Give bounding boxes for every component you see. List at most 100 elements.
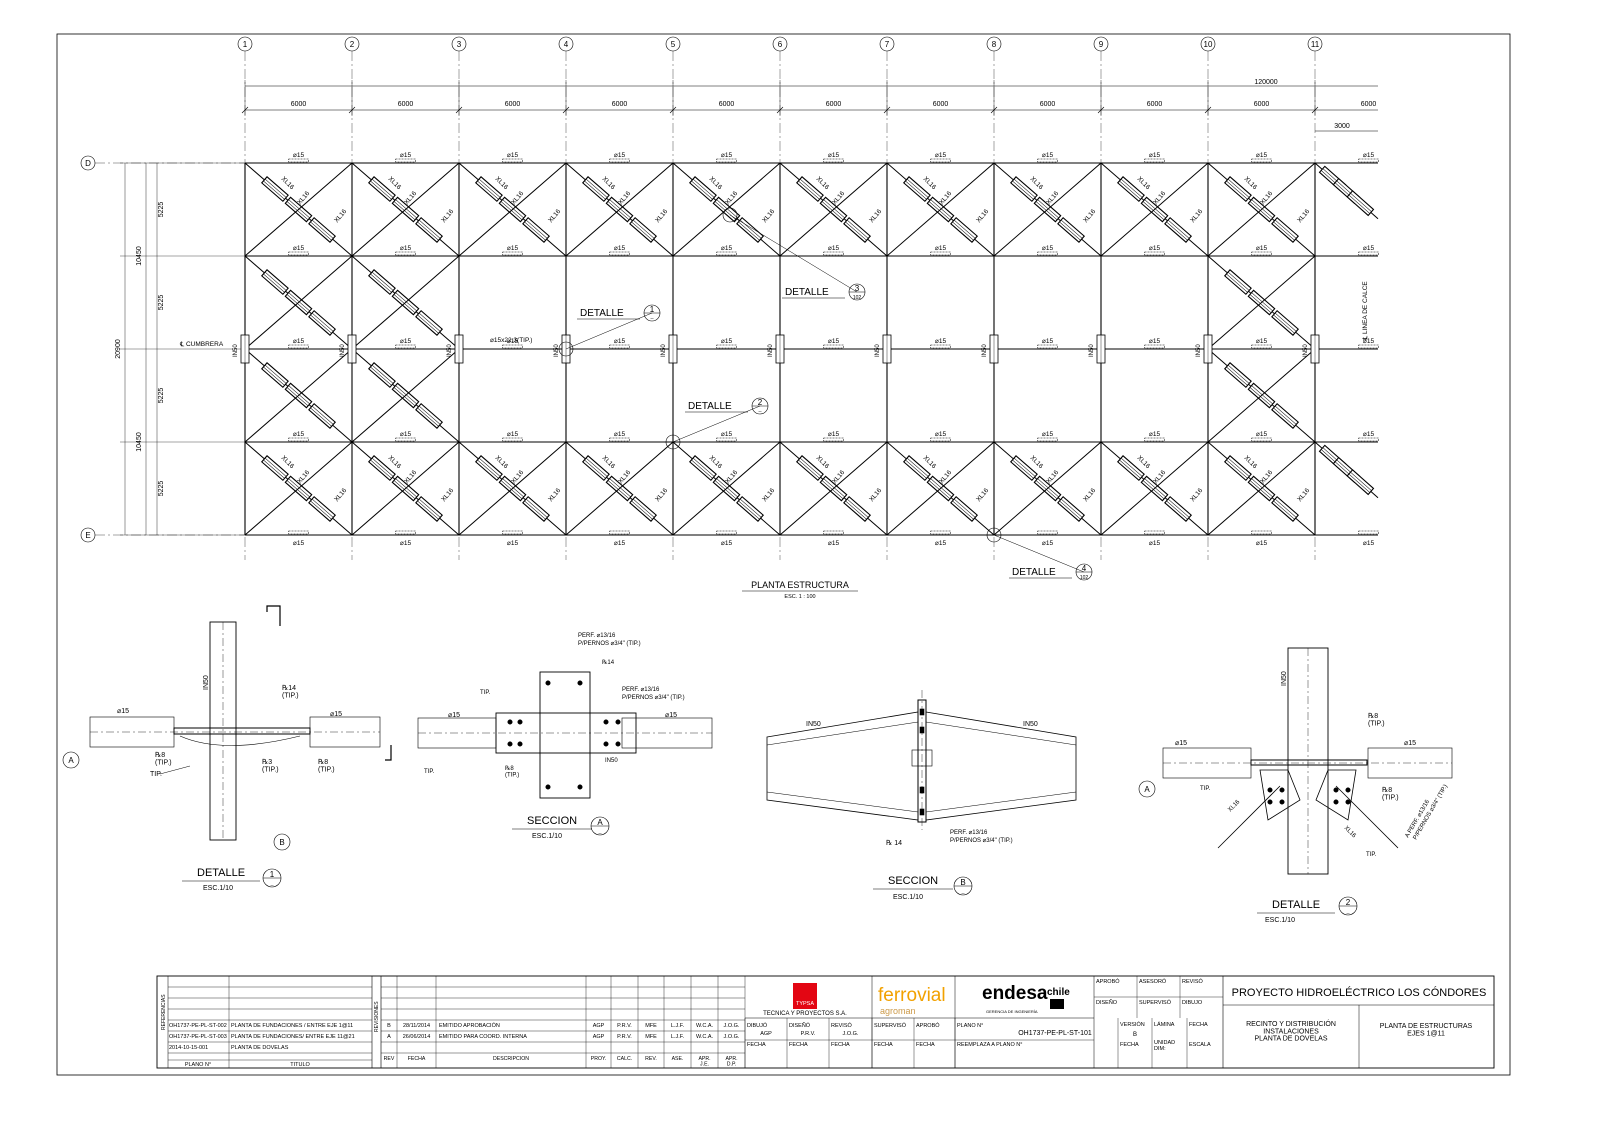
brace-inner bbox=[906, 457, 929, 477]
pipe-label: ⌀15 bbox=[1363, 245, 1375, 252]
brace-line bbox=[672, 162, 781, 257]
tb-role-header: APROBÓ bbox=[916, 1022, 940, 1029]
tb-rev-cell: 26/06/2014 bbox=[403, 1034, 431, 1040]
brace-angle bbox=[902, 176, 931, 203]
dim-slash bbox=[776, 106, 784, 114]
xl16-brace bbox=[843, 216, 872, 243]
pipe-label: ⌀15 bbox=[614, 338, 626, 345]
pipe-label: ⌀15 bbox=[1363, 152, 1375, 159]
brace-angle bbox=[308, 402, 337, 429]
pipe-label: ⌀15 bbox=[1363, 540, 1375, 547]
bolt bbox=[577, 784, 583, 790]
brace-inner bbox=[905, 459, 927, 479]
pipe-symbol bbox=[502, 437, 523, 442]
sa-vertical-plate bbox=[539, 671, 591, 799]
pipe-symbol bbox=[502, 344, 523, 349]
pipe-symbol bbox=[609, 530, 630, 535]
xl16-brace bbox=[474, 176, 503, 203]
dim-slash bbox=[1097, 106, 1105, 114]
pipe-symbol bbox=[1037, 344, 1058, 349]
pipe-label: ⌀15 bbox=[1149, 152, 1161, 159]
pipe-label: ⌀15 bbox=[507, 431, 519, 438]
tb-rev-cell: A bbox=[387, 1034, 391, 1040]
d1-pl3: ℞3(TIP.) bbox=[262, 758, 279, 773]
brace-angle bbox=[1057, 216, 1086, 243]
pipe-label: ⌀15 bbox=[935, 152, 947, 159]
brace-inner bbox=[477, 459, 499, 479]
tb-rev-header: REV. bbox=[645, 1056, 657, 1062]
brace-angle bbox=[260, 362, 289, 389]
xl16-label: XL16 bbox=[708, 175, 724, 191]
brace-angle bbox=[736, 495, 765, 522]
bolt bbox=[615, 741, 621, 747]
pipe-symbol bbox=[823, 530, 844, 535]
brace-angle bbox=[415, 216, 444, 243]
xl16-label: XL16 bbox=[333, 487, 348, 503]
pipe-symbol bbox=[930, 158, 951, 163]
bolt bbox=[1267, 787, 1273, 793]
xl16-label: XL16 bbox=[1243, 454, 1259, 470]
tb-superviso: SUPERVISÓ bbox=[1139, 999, 1172, 1006]
pipe-symbol bbox=[288, 251, 309, 256]
tb-rev-cell: P.R.V. bbox=[617, 1023, 632, 1029]
brace-inner bbox=[311, 312, 334, 332]
d1-pl8a: ℞8(TIP.) bbox=[155, 751, 172, 766]
pipe-label: ⌀15 bbox=[828, 245, 840, 252]
pipe-label: ⌀15 bbox=[614, 431, 626, 438]
brace-angle bbox=[1057, 495, 1086, 522]
brace-inner bbox=[1274, 405, 1297, 425]
pipe-label: ⌀15 bbox=[1363, 338, 1375, 345]
brace-inner bbox=[631, 221, 653, 241]
xl16-brace bbox=[581, 176, 610, 203]
tb-ref-plano: OH1737-PE-PL-ST-003 bbox=[169, 1034, 227, 1040]
xl16-brace bbox=[629, 216, 658, 243]
xl16-brace bbox=[367, 362, 396, 389]
xl16-brace bbox=[1057, 495, 1086, 522]
d1-title-ref: -- bbox=[270, 883, 274, 889]
xl16-brace bbox=[415, 402, 444, 429]
brace-line bbox=[993, 162, 1102, 257]
detail-marker bbox=[558, 341, 574, 357]
in50-label: IN50 bbox=[447, 344, 453, 357]
xl16-brace bbox=[1116, 455, 1145, 482]
dim-total: 120000 bbox=[1254, 79, 1277, 86]
xl16-brace bbox=[950, 216, 979, 243]
sb-beam-right bbox=[925, 711, 1077, 821]
bolt bbox=[545, 680, 551, 686]
d1-sec-b-label: B bbox=[279, 838, 284, 847]
bolt bbox=[1345, 799, 1351, 805]
xl16-label: XL16 bbox=[761, 208, 776, 224]
xl16-label: XL16 bbox=[1152, 190, 1167, 206]
pipe-symbol bbox=[823, 344, 844, 349]
sb-title-ref: -- bbox=[961, 891, 965, 897]
xl16-label: XL16 bbox=[868, 487, 883, 503]
tb-rev-cell: J.O.G. bbox=[724, 1023, 740, 1029]
xl16-brace bbox=[474, 455, 503, 482]
bolt bbox=[603, 741, 609, 747]
xl16-label: XL16 bbox=[494, 454, 510, 470]
pipe-label: ⌀15 bbox=[721, 152, 733, 159]
brace-inner bbox=[952, 500, 974, 520]
tb-rev-header: APR.D.P. bbox=[725, 1056, 737, 1067]
tb-role-value: AGP bbox=[760, 1031, 772, 1037]
d2-in50: IN50 bbox=[1281, 671, 1288, 686]
sa-pl8: ℞8(TIP.) bbox=[505, 765, 519, 778]
typsa-logo bbox=[793, 983, 817, 1009]
xl16-brace bbox=[1164, 495, 1193, 522]
brace-inner bbox=[1012, 459, 1034, 479]
pipe-symbol bbox=[1358, 344, 1379, 349]
pipe-symbol bbox=[1251, 158, 1272, 163]
axis-label-4: 4 bbox=[564, 40, 569, 49]
in50-label: IN50 bbox=[1196, 344, 1202, 357]
dim-left: 5225 bbox=[158, 388, 165, 404]
brace-inner bbox=[478, 457, 501, 477]
brace-angle bbox=[581, 455, 610, 482]
brace-line bbox=[1207, 348, 1316, 443]
xl16-label: XL16 bbox=[1259, 469, 1274, 485]
pipe-label: ⌀15 bbox=[1042, 245, 1054, 252]
tb-rev-cell: 28/11/2014 bbox=[403, 1023, 430, 1029]
tb-fecha: FECHA bbox=[831, 1042, 850, 1048]
